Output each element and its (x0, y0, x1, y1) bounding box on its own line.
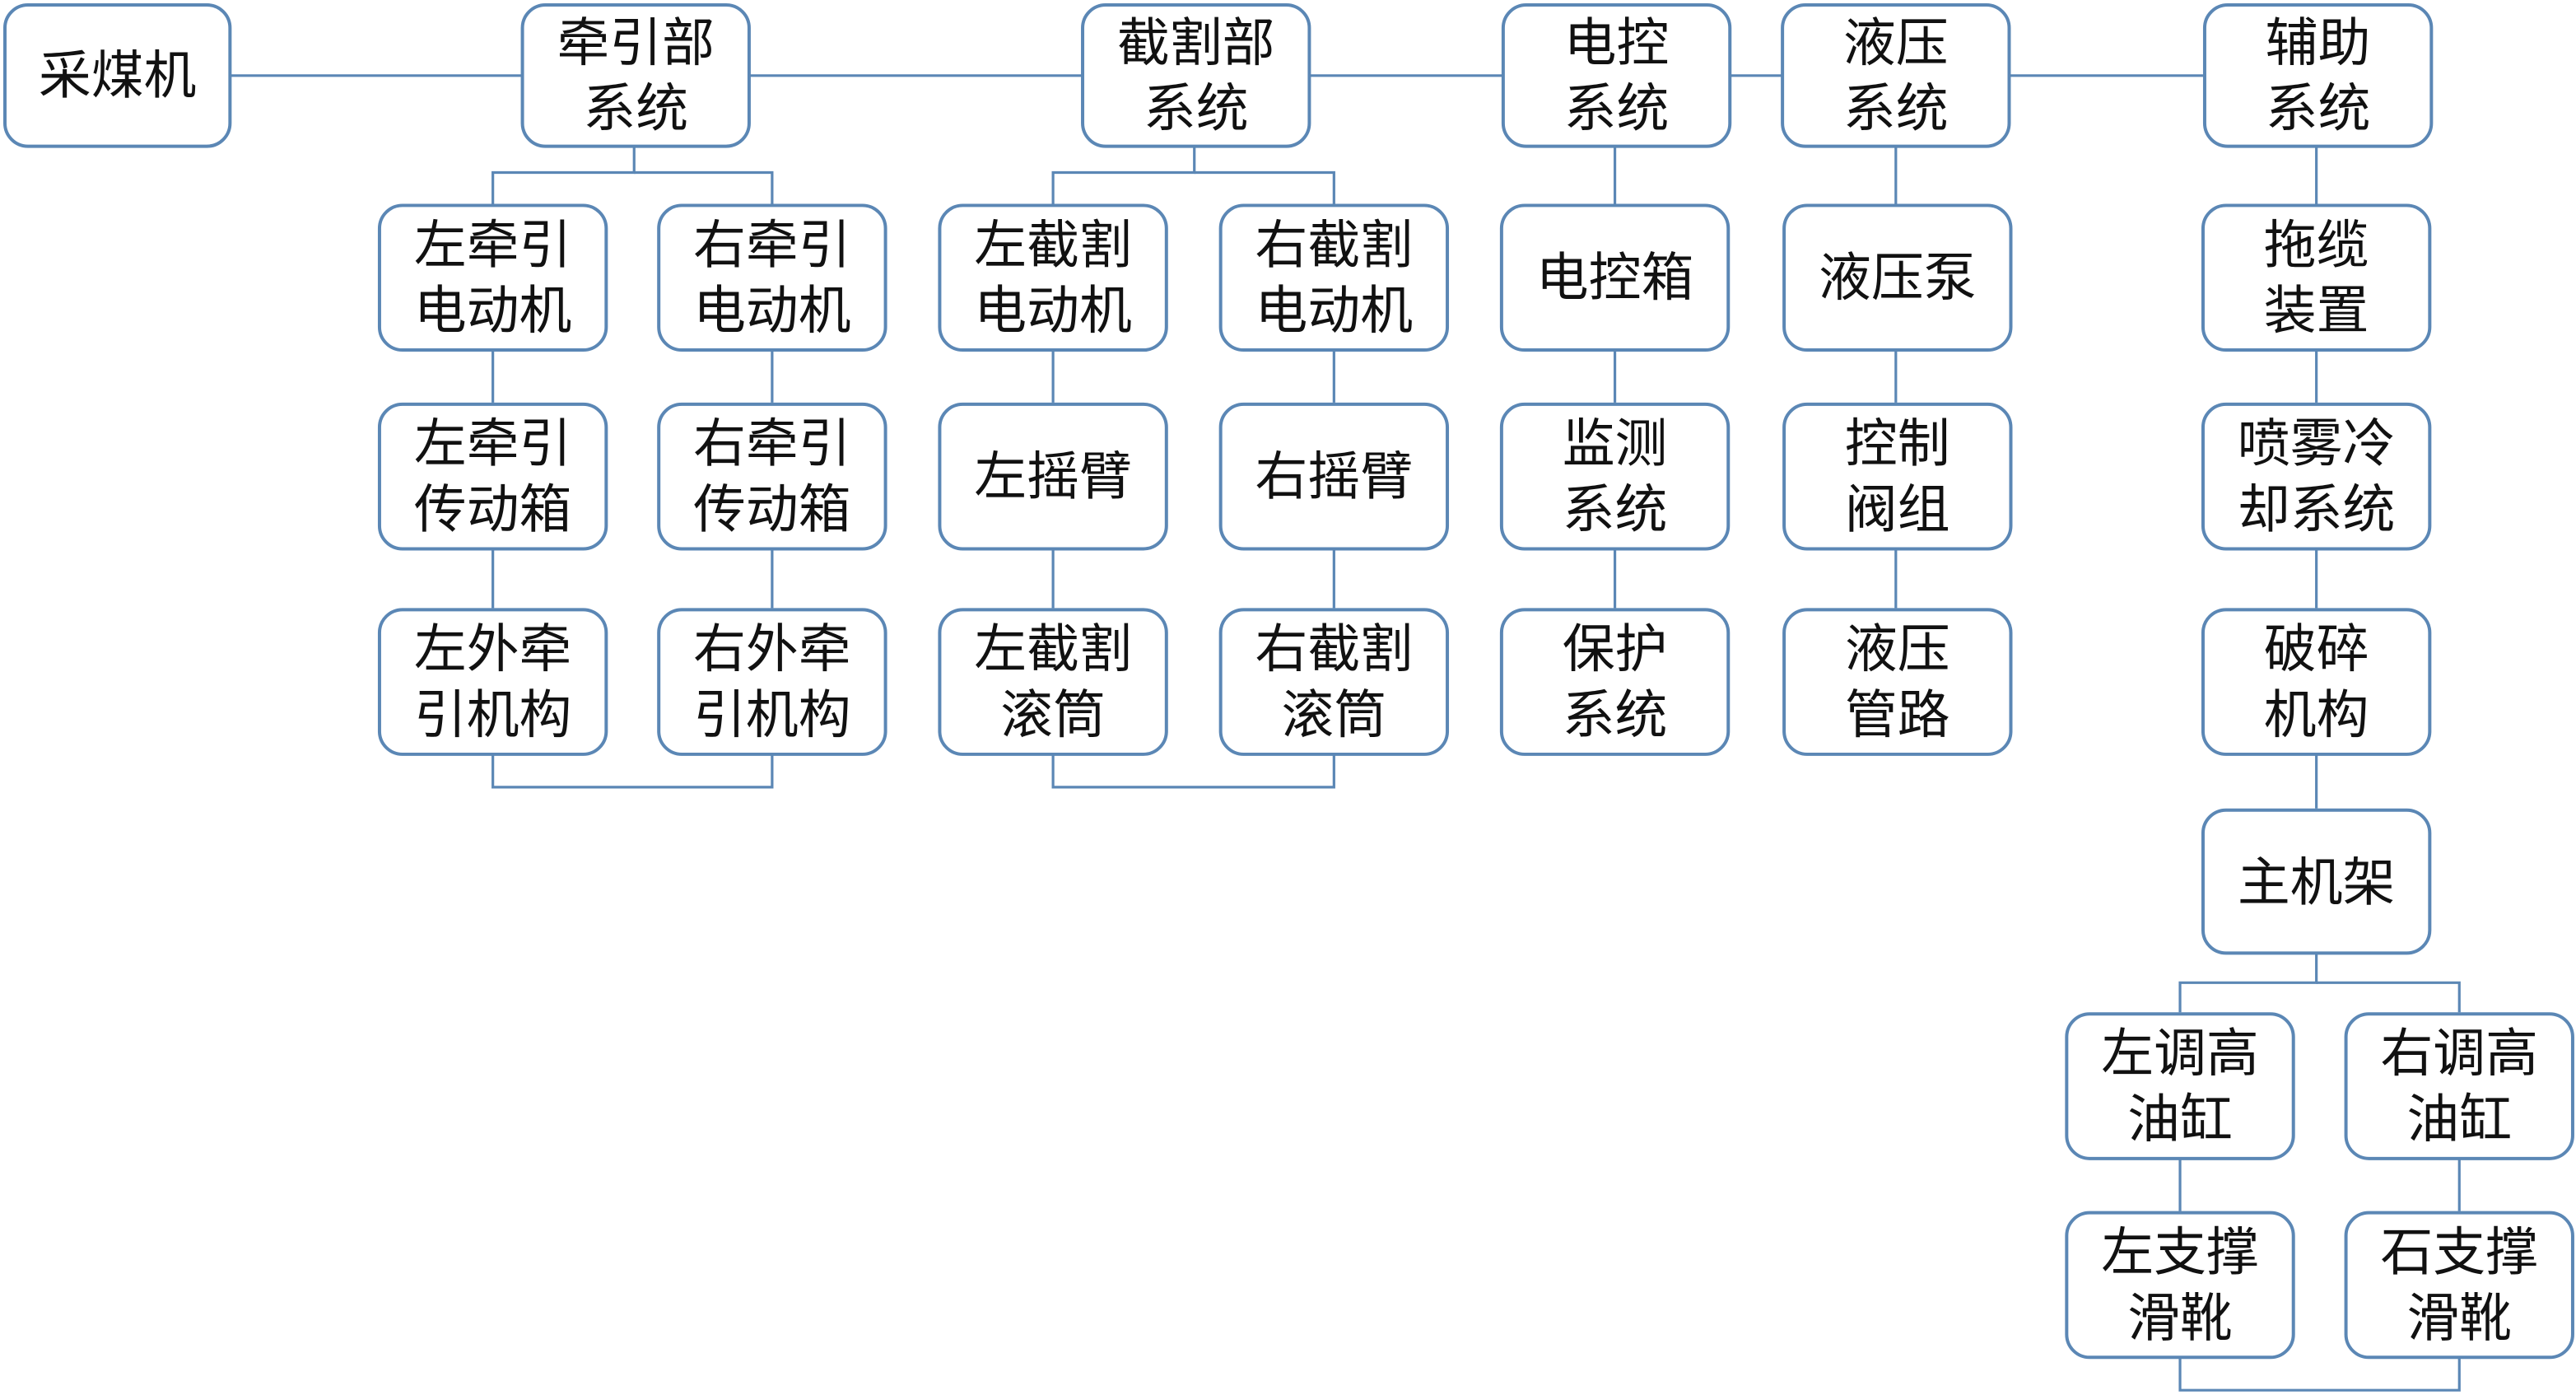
node-left-arm: 左摇臂 (938, 402, 1168, 551)
node-left-support-shoe: 左支撑 滑靴 (2065, 1211, 2295, 1360)
node-hydraulic-piping: 液压 管路 (1782, 608, 2013, 756)
node-control-valves: 控制 阀组 (1782, 402, 2013, 551)
node-shearer: 采煤机 (2, 2, 232, 148)
node-right-traction-motor: 右牵引 电动机 (657, 203, 887, 352)
node-left-drum: 左截割 滚筒 (938, 608, 1168, 756)
traction-bottom-bracket (491, 753, 774, 789)
node-right-drum: 右截割 滚筒 (1218, 608, 1450, 756)
node-crusher: 破碎 机构 (2201, 608, 2432, 756)
node-right-traction-gearbox: 右牵引 传动箱 (657, 402, 887, 551)
node-cable-device: 拖缆 装置 (2201, 203, 2432, 352)
node-electric-system: 电控 系统 (1501, 2, 1732, 148)
node-left-traction-gearbox: 左牵引 传动箱 (377, 402, 608, 551)
node-right-outer-traction: 右外牵 引机构 (657, 608, 887, 756)
node-right-cutting-motor: 右截割 电动机 (1218, 203, 1450, 352)
node-main-frame: 主机架 (2201, 808, 2432, 955)
node-hydraulic-pump: 液压泵 (1782, 203, 2013, 352)
node-right-arm: 右摇臂 (1218, 402, 1450, 551)
node-left-traction-motor: 左牵引 电动机 (377, 203, 608, 352)
node-left-lift-cylinder: 左调高 油缸 (2065, 1012, 2295, 1160)
frame-bottom-bracket (2178, 1357, 2461, 1392)
traction-link-left (491, 146, 636, 204)
node-left-cutting-motor: 左截割 电动机 (938, 203, 1168, 352)
node-spray-cooling: 喷雾冷 却系统 (2201, 402, 2432, 551)
node-left-outer-traction: 左外牵 引机构 (377, 608, 608, 756)
node-protection: 保护 系统 (1499, 608, 1731, 756)
traction-link-right (634, 170, 774, 204)
node-auxiliary-system: 辅助 系统 (2202, 2, 2434, 148)
node-hydraulic-system: 液压 系统 (1781, 2, 2011, 148)
node-monitoring: 监测 系统 (1499, 402, 1731, 551)
node-traction-system: 牵引部 系统 (520, 2, 751, 148)
node-cutting-system: 截割部 系统 (1081, 2, 1311, 148)
node-right-lift-cylinder: 右调高 油缸 (2344, 1012, 2574, 1160)
cutting-bottom-bracket (1051, 753, 1335, 789)
node-right-support-shoe: 石支撑 滑靴 (2344, 1211, 2574, 1360)
node-control-box: 电控箱 (1499, 203, 1731, 352)
